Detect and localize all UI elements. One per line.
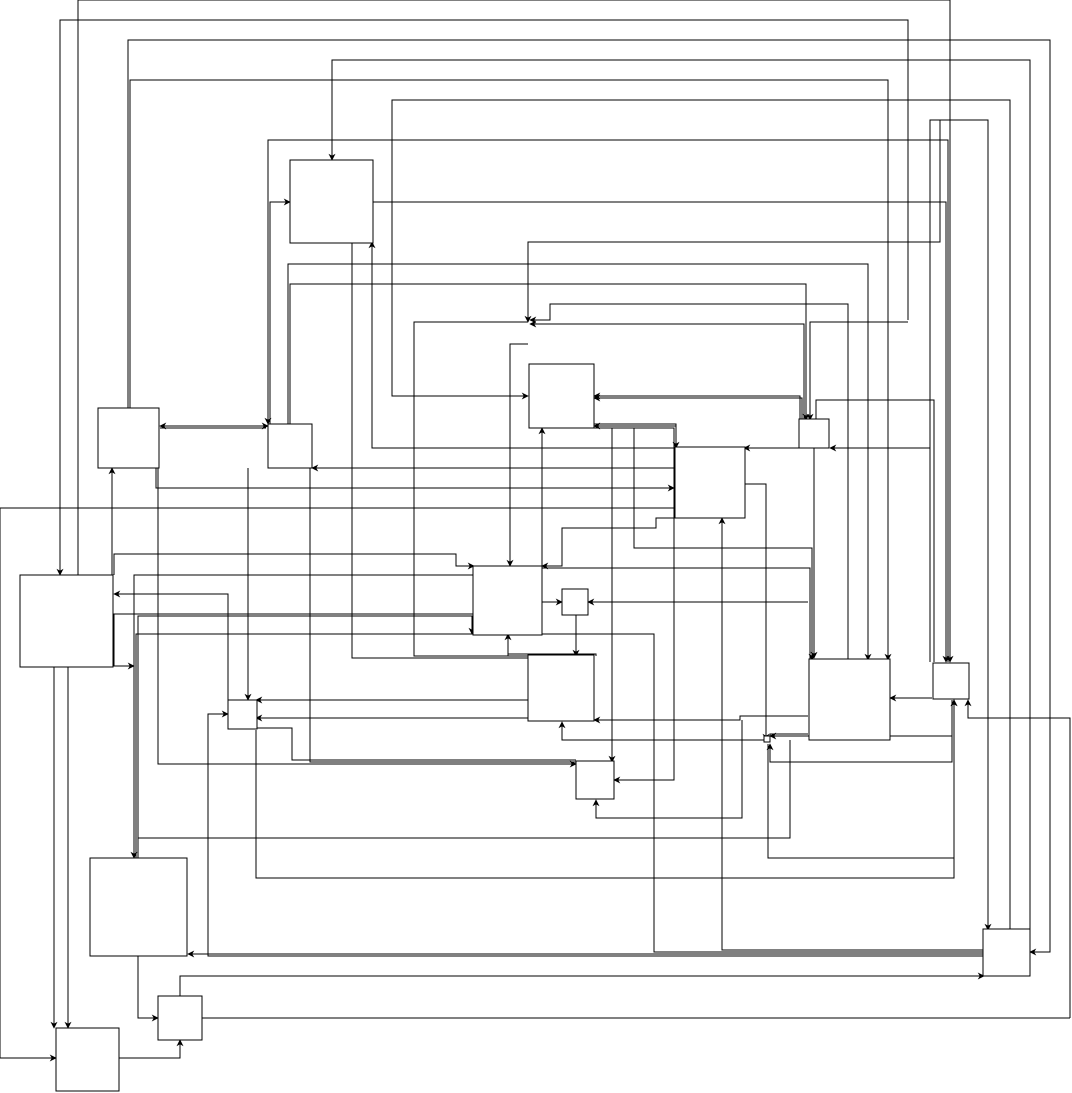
block-center-lower — [527, 654, 595, 722]
connector — [506, 343, 528, 567]
node-layer — [19, 159, 1031, 1092]
connector — [127, 39, 1051, 956]
block-bottom-right — [982, 928, 1031, 977]
block-center-right — [674, 446, 746, 519]
connector — [529, 303, 849, 660]
connector — [137, 956, 159, 1022]
connector — [228, 727, 576, 761]
block-left-upper — [97, 407, 160, 469]
connector — [815, 399, 935, 662]
edge-layer — [0, 0, 1071, 1062]
connector — [157, 468, 577, 768]
connector — [542, 567, 811, 660]
block-bottom-small — [157, 995, 203, 1041]
block-tiny — [561, 588, 589, 616]
connector — [541, 517, 676, 570]
connector — [137, 615, 476, 858]
connector — [309, 468, 576, 763]
connector — [524, 120, 941, 323]
connector — [77, 0, 954, 663]
connector — [135, 633, 984, 953]
block-small-left — [227, 699, 258, 730]
connector — [0, 507, 676, 1062]
block-top-left — [289, 159, 374, 244]
block-small-right — [798, 418, 830, 449]
block-lower-center — [575, 760, 615, 800]
connector — [155, 468, 675, 492]
connector — [129, 79, 892, 661]
connector — [287, 263, 872, 661]
connector — [558, 721, 808, 741]
connector — [113, 613, 474, 670]
connector — [56, 19, 909, 576]
connector — [351, 242, 528, 659]
connector — [289, 283, 810, 424]
block-center-top — [528, 363, 595, 429]
connector — [721, 740, 984, 951]
block-far-left — [19, 574, 114, 668]
block-right-large — [808, 658, 891, 741]
connector — [118, 1039, 184, 1059]
connector — [593, 715, 808, 724]
block-bottom-left — [89, 857, 188, 957]
block-left-mid — [267, 423, 313, 469]
connector — [593, 392, 801, 420]
connector — [264, 139, 949, 662]
connector — [130, 574, 474, 859]
connector — [929, 119, 992, 931]
connector — [372, 201, 950, 663]
connector — [593, 422, 677, 448]
block-bottom-corner — [55, 1027, 120, 1092]
connector — [806, 321, 908, 421]
connector — [391, 99, 1011, 930]
connector — [368, 241, 676, 449]
connector — [137, 740, 791, 858]
block-junction — [763, 735, 771, 743]
connector — [179, 972, 985, 996]
connector — [413, 321, 528, 657]
connector — [744, 483, 770, 741]
connector — [255, 699, 958, 879]
connector — [269, 198, 291, 424]
connector — [328, 59, 1031, 930]
block-center — [472, 565, 543, 636]
connector — [964, 699, 1071, 1018]
connector — [207, 710, 984, 957]
connector — [113, 553, 475, 575]
connector — [113, 590, 229, 700]
connector — [593, 394, 803, 420]
block-right-small — [932, 662, 970, 700]
connector — [529, 320, 805, 420]
connector — [592, 720, 743, 819]
connector — [507, 634, 597, 656]
